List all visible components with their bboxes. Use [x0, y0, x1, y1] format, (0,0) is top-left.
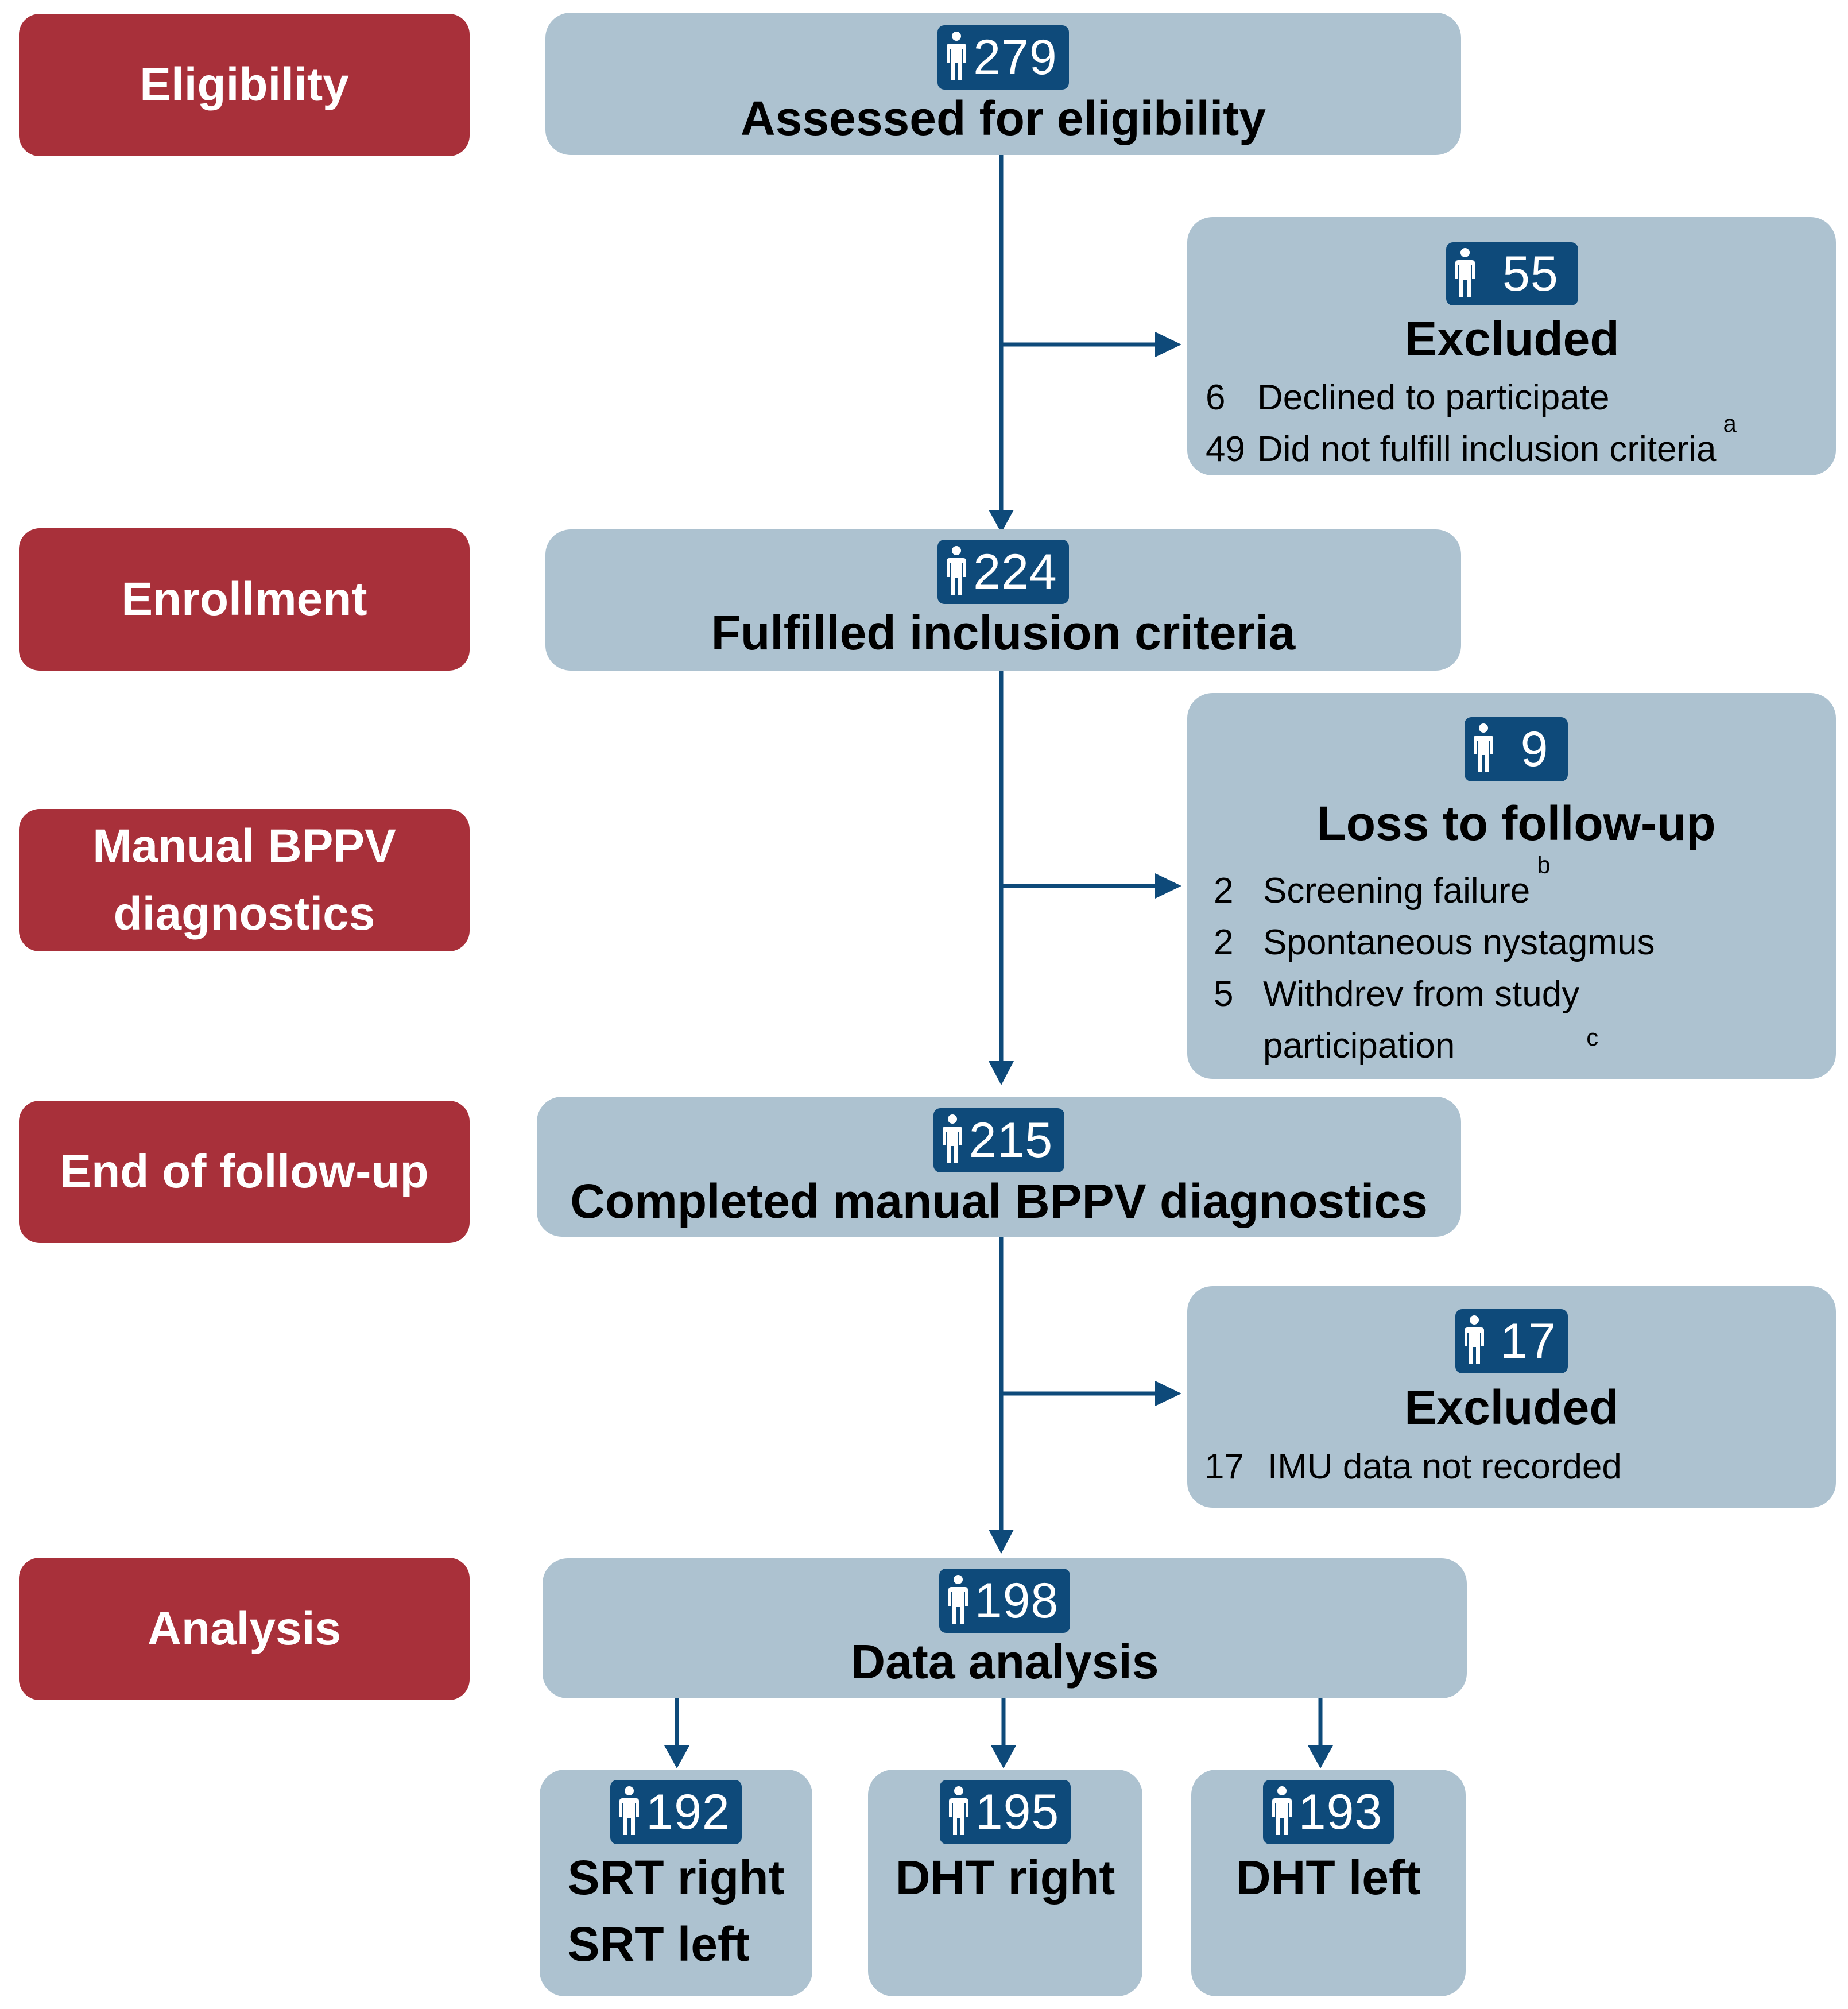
count-badge: 198 — [939, 1569, 1071, 1633]
count-badge: 193 — [1262, 1780, 1394, 1844]
exclusion-reasons: 17 IMU data not recorded — [1204, 1441, 1819, 1493]
list-item: 2 Spontaneous nystagmus — [1214, 923, 1655, 962]
box-assessed-for-eligibility: 279 Assessed for eligibility — [545, 13, 1461, 155]
box-title: DHT left — [1236, 1851, 1421, 1905]
box-dht-left: 193 DHT left — [1191, 1770, 1466, 1996]
count-badge: 279 — [937, 25, 1069, 90]
box-excluded-17: 17 Excluded 17 IMU data not recorded — [1187, 1286, 1836, 1508]
person-icon — [1473, 723, 1493, 772]
list-item: 6 Declined to participate — [1206, 378, 1610, 417]
count-badge: 9 — [1464, 717, 1568, 781]
box-title: Loss to follow-up — [1316, 796, 1716, 850]
footnote-marker: a — [1723, 410, 1737, 437]
count-badge: 224 — [937, 540, 1069, 604]
person-icon — [947, 32, 967, 80]
box-srt: 192 SRT right SRT left — [540, 1770, 812, 1996]
person-icon — [1455, 248, 1475, 297]
stage-analysis: Analysis — [19, 1558, 470, 1700]
box-fulfilled-inclusion-criteria: 224 Fulfilled inclusion criteria — [545, 529, 1461, 671]
count-badge: 195 — [939, 1780, 1071, 1844]
person-icon — [1465, 1315, 1485, 1364]
box-title: SRT right SRT left — [567, 1851, 785, 1971]
box-title: DHT right — [895, 1851, 1115, 1905]
list-item: 17 IMU data not recorded — [1204, 1447, 1622, 1487]
person-icon — [1272, 1786, 1292, 1835]
box-title: Excluded — [1404, 1380, 1619, 1434]
box-completed-manual-bppv-diagnostics: 215 Completed manual BPPV diagnostics — [537, 1097, 1461, 1237]
count-badge: 192 — [610, 1780, 742, 1844]
box-title: Fulfilled inclusion criteria — [711, 606, 1296, 660]
person-icon — [619, 1786, 640, 1835]
box-data-analysis: 198 Data analysis — [543, 1558, 1467, 1698]
stage-enrollment: Enrollment — [19, 528, 470, 671]
box-title: Excluded — [1405, 312, 1620, 366]
count-badge: 215 — [933, 1108, 1065, 1172]
count-badge: 17 — [1455, 1309, 1568, 1373]
box-excluded-55: 55 Excluded 6 Declined to participate 49… — [1187, 217, 1836, 475]
box-title: Assessed for eligibility — [741, 91, 1266, 145]
stage-manual-bppv-diagnostics: Manual BPPV diagnostics — [19, 809, 470, 951]
box-title: Data analysis — [850, 1635, 1159, 1689]
person-icon — [947, 546, 967, 595]
person-icon — [948, 1786, 968, 1835]
footnote-marker: b — [1537, 851, 1551, 878]
stage-eligibility: Eligibility — [19, 14, 470, 156]
stage-end-of-follow-up: End of follow-up — [19, 1101, 470, 1243]
person-icon — [942, 1114, 962, 1163]
person-icon — [948, 1575, 968, 1624]
exclusion-reasons: 6 Declined to participate 49 Did not ful… — [1206, 372, 1819, 475]
box-title: Completed manual BPPV diagnostics — [570, 1174, 1428, 1228]
box-dht-right: 195 DHT right — [868, 1770, 1142, 1996]
count-badge: 55 — [1446, 242, 1578, 305]
